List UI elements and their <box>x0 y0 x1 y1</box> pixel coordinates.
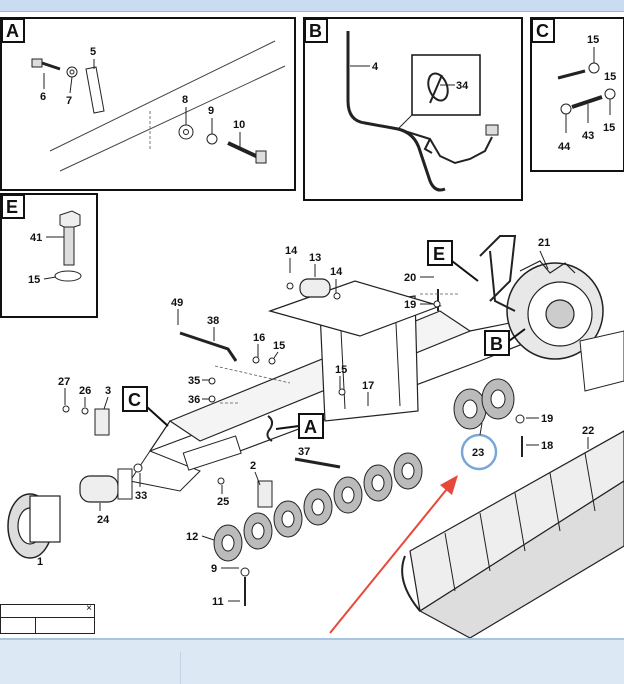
panel-e: E 41 15 <box>0 193 98 318</box>
label-27: 27 <box>58 376 70 388</box>
label-15b: 15 <box>335 364 347 376</box>
label-19a: 19 <box>404 299 416 311</box>
parts-diagram: A 5 6 7 8 9 10 B <box>0 17 624 638</box>
window-title-bar <box>0 0 624 12</box>
label-22: 22 <box>582 425 594 437</box>
label-20: 20 <box>404 272 416 284</box>
svg-text:A: A <box>304 417 317 437</box>
label-e-15: 15 <box>28 274 40 286</box>
callout-c: C <box>122 386 169 427</box>
label-36: 36 <box>188 394 200 406</box>
label-a-8: 8 <box>182 94 188 106</box>
label-11: 11 <box>212 596 224 608</box>
track-rollers <box>213 452 423 562</box>
label-3: 3 <box>105 385 111 397</box>
drive-motor <box>506 260 604 360</box>
panel-a-letter: A <box>6 21 19 41</box>
label-1: 1 <box>37 556 43 568</box>
panel-e-letter: E <box>6 197 18 217</box>
label-17: 17 <box>362 380 374 392</box>
label-14a: 14 <box>285 245 298 257</box>
label-9: 9 <box>211 563 217 575</box>
label-33: 33 <box>135 490 147 502</box>
panel-a: A 5 6 7 8 9 10 <box>0 17 296 191</box>
label-37: 37 <box>298 446 310 458</box>
label-18: 18 <box>541 440 553 452</box>
carrier-roller <box>453 378 515 430</box>
svg-text:C: C <box>128 390 141 410</box>
label-49: 49 <box>171 297 183 309</box>
label-b-4: 4 <box>372 61 379 73</box>
mini-window-close-icon[interactable]: × <box>86 603 92 614</box>
mini-window[interactable]: × <box>0 603 95 634</box>
label-21: 21 <box>538 237 550 249</box>
label-13: 13 <box>309 252 321 264</box>
label-c-15-right: 15 <box>604 71 616 83</box>
label-35: 35 <box>188 375 200 387</box>
label-16: 16 <box>253 332 265 344</box>
label-a-10: 10 <box>233 119 245 131</box>
callout-e: E <box>427 240 479 282</box>
label-a-9: 9 <box>208 105 214 117</box>
label-a-7: 7 <box>66 95 72 107</box>
panel-c: C 15 15 43 44 15 <box>530 17 624 172</box>
label-e-41: 41 <box>30 232 42 244</box>
label-c-44: 44 <box>558 141 571 153</box>
callout-b: B <box>484 328 526 356</box>
label-38: 38 <box>207 315 219 327</box>
label-b-34: 34 <box>456 80 469 92</box>
label-c-15-low: 15 <box>603 122 615 134</box>
label-25: 25 <box>217 496 229 508</box>
label-c-15-top: 15 <box>587 34 599 46</box>
label-26: 26 <box>79 385 91 397</box>
label-c-43: 43 <box>582 130 594 142</box>
status-bar-cell <box>180 652 181 684</box>
track-chain <box>401 430 624 638</box>
label-14b: 14 <box>330 266 343 278</box>
label-2: 2 <box>250 460 256 472</box>
panel-b-letter: B <box>309 21 322 41</box>
label-15a: 15 <box>273 340 285 352</box>
callout-a: A <box>275 413 324 439</box>
pointer-arrow <box>329 475 458 634</box>
svg-text:B: B <box>490 334 503 354</box>
mini-window-row <box>1 617 94 634</box>
label-a-5: 5 <box>90 46 96 58</box>
label-12: 12 <box>186 531 198 543</box>
label-a-6: 6 <box>40 91 46 103</box>
main-assembly <box>7 235 624 638</box>
panel-b: B 4 34 <box>303 17 523 201</box>
svg-text:E: E <box>433 244 445 264</box>
mini-window-divider <box>35 617 36 633</box>
label-24: 24 <box>97 514 110 526</box>
highlight-circle <box>460 433 498 471</box>
status-bar <box>0 638 624 684</box>
label-23: 23 <box>472 447 484 459</box>
label-19b: 19 <box>541 413 553 425</box>
panel-c-letter: C <box>536 21 549 41</box>
main-part-labels: 21 14 13 14 20 19 49 38 16 15 35 36 15 1… <box>37 237 594 608</box>
